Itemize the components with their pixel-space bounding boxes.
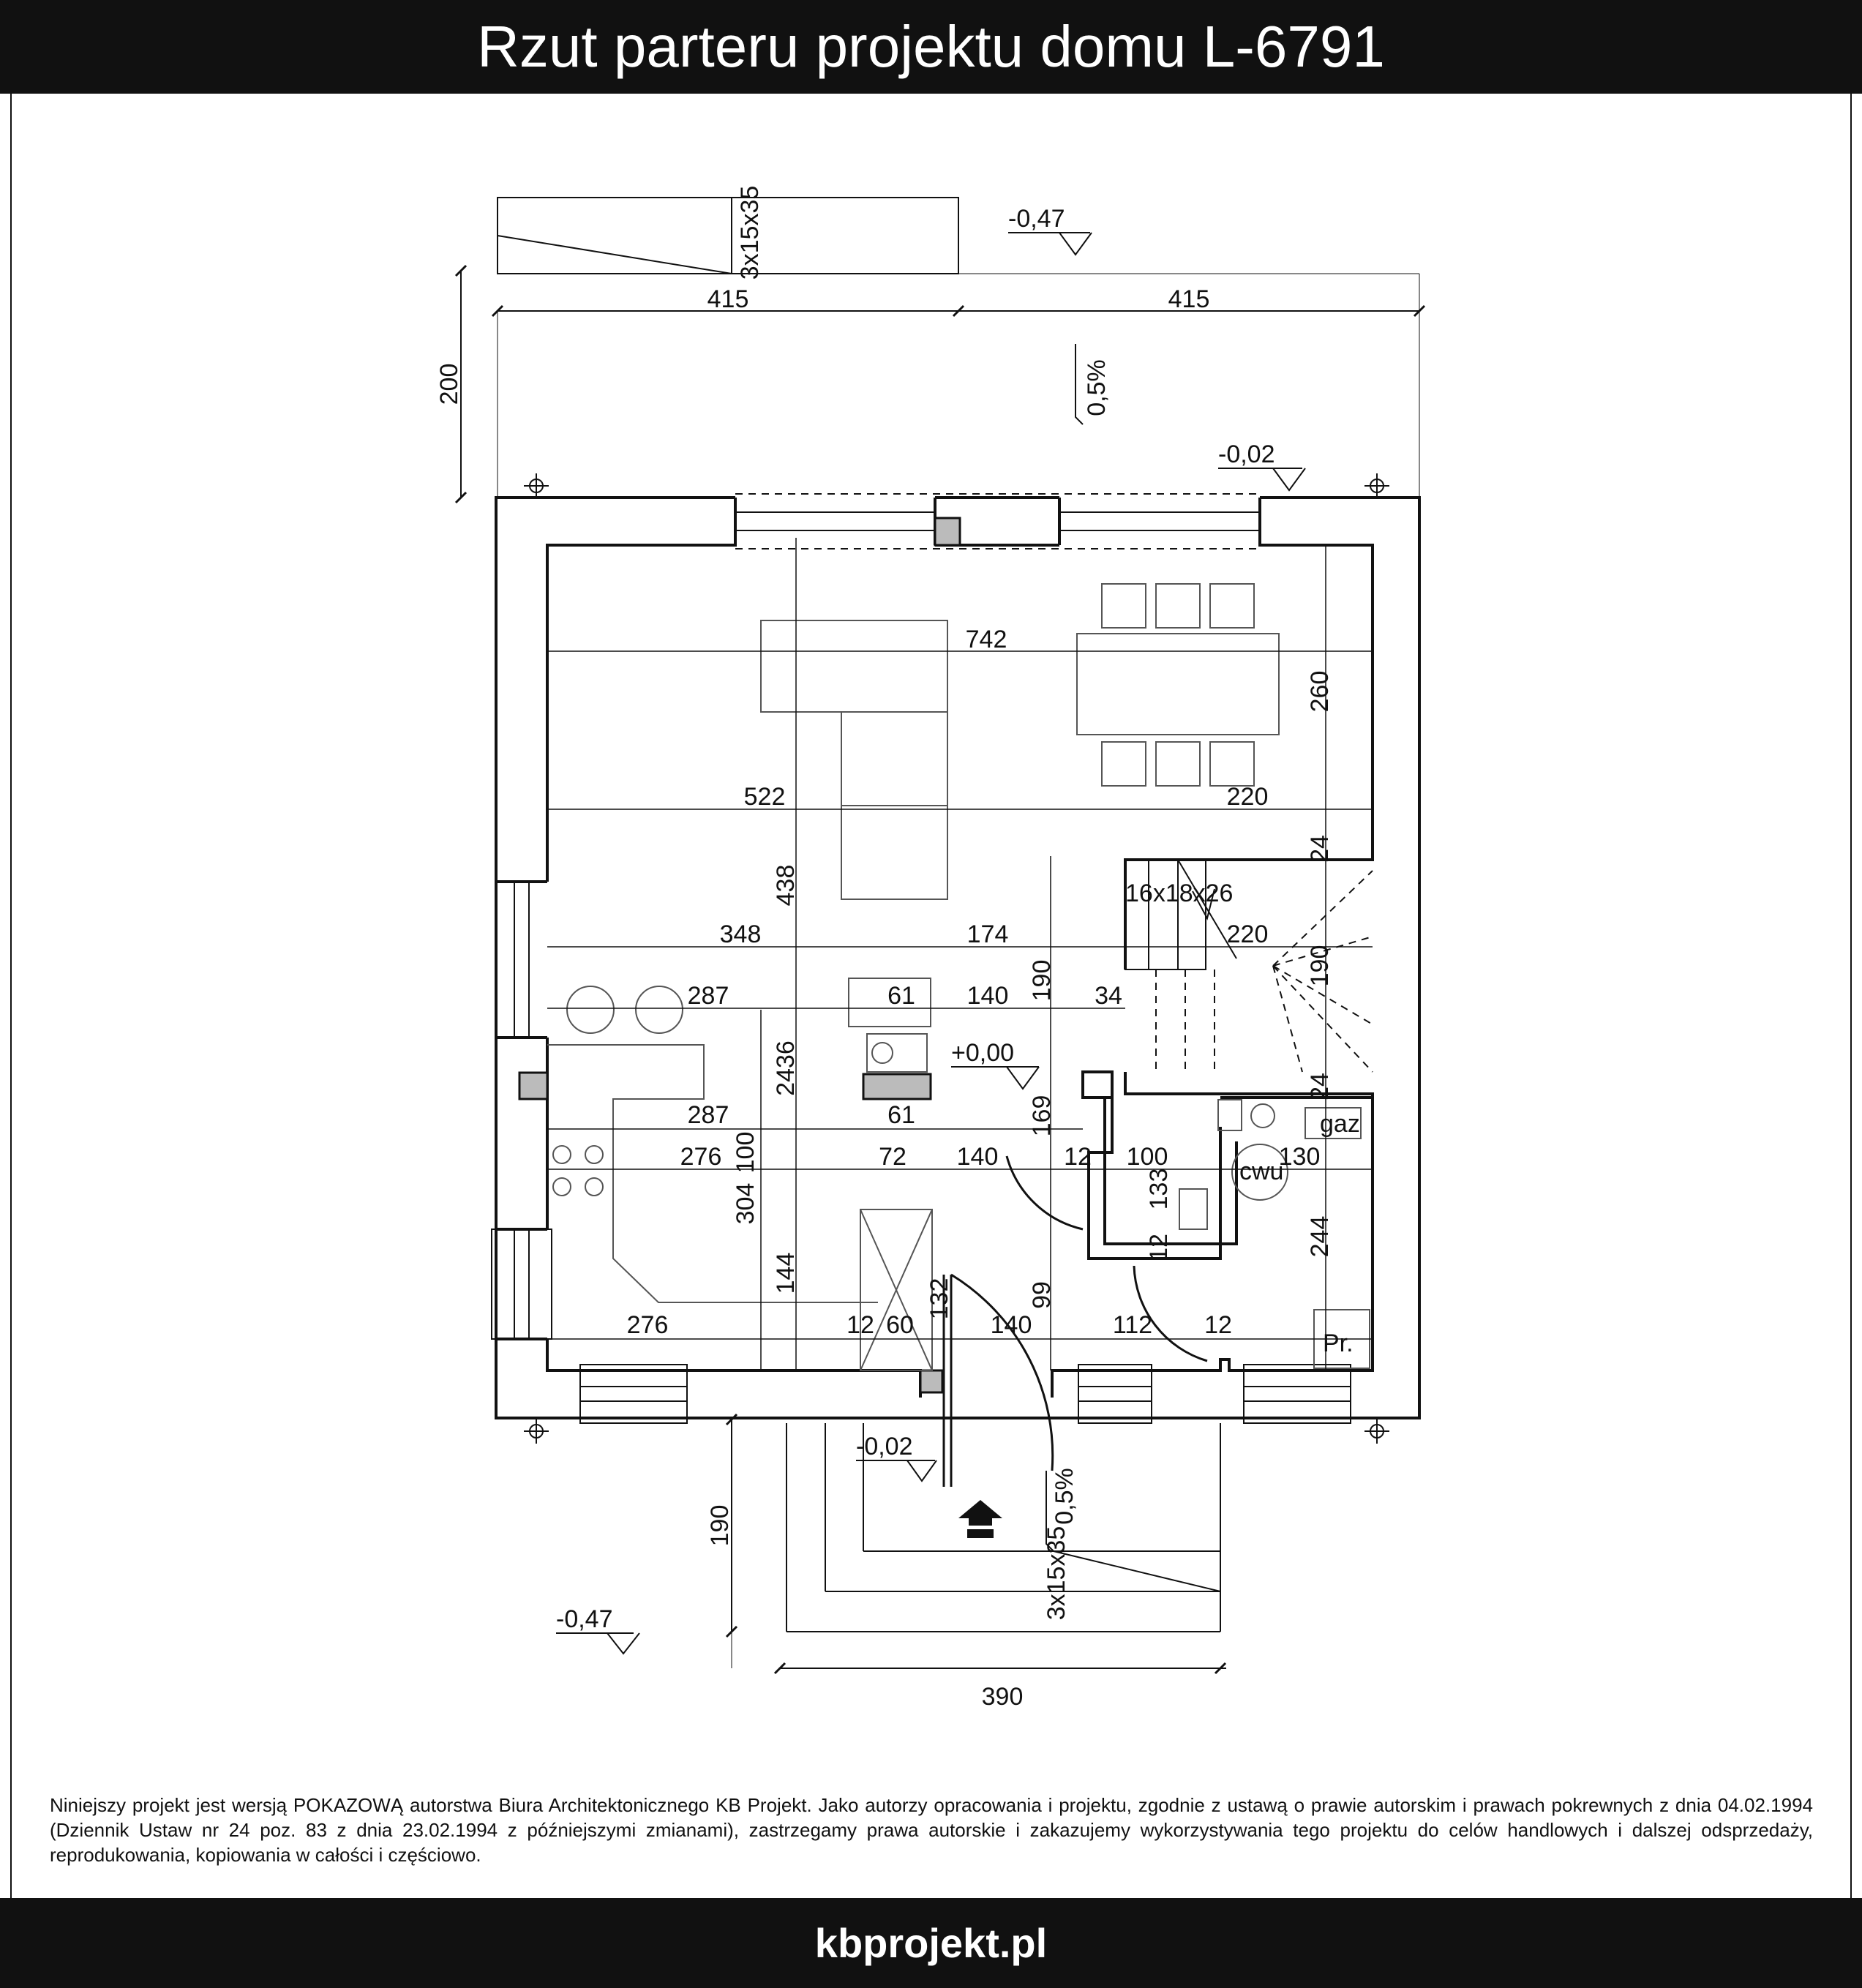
dim-100-b: 100	[732, 1132, 759, 1174]
dim-140-c: 140	[991, 1311, 1032, 1339]
pillars	[518, 517, 961, 1394]
dim-260: 260	[1306, 671, 1334, 713]
dim-12-c: 12	[846, 1311, 874, 1339]
dim-top-right: 415	[1168, 285, 1210, 313]
level-top-terrace: -0,02	[1218, 440, 1275, 468]
dim-12-b: 12	[1145, 1234, 1173, 1261]
label-boiler: cwu	[1239, 1158, 1283, 1185]
dim-top-left: 415	[707, 285, 749, 313]
entrance-arrow-icon	[958, 1500, 1002, 1538]
level-entrance: -0,02	[856, 1433, 913, 1460]
slope-top: 0,5%	[1083, 359, 1111, 416]
windows	[491, 493, 1351, 1424]
dim-99: 99	[1028, 1281, 1056, 1309]
level-bottom-stairs: -0,47	[556, 1605, 613, 1633]
label-gas: gaz	[1320, 1110, 1360, 1138]
dim-304: 304	[732, 1183, 759, 1225]
stairs-top: 3x15x35	[736, 186, 764, 280]
dim-112: 112	[1113, 1311, 1152, 1339]
page-header: Rzut parteru projektu domu L-6791	[0, 0, 1862, 94]
dim-276-top: 276	[680, 1143, 722, 1171]
dim-12-a: 12	[1064, 1143, 1092, 1171]
dimension-lines	[547, 538, 1373, 1370]
stairs-bottom: 3x15x35	[1043, 1526, 1070, 1621]
slope-bottom: 0,5%	[1051, 1468, 1078, 1525]
dim-169: 169	[1028, 1095, 1056, 1137]
dim-742: 742	[966, 626, 1007, 653]
dim-174: 174	[967, 920, 1009, 948]
dim-190-entrance: 190	[706, 1505, 734, 1547]
dim-287-bot: 287	[688, 1101, 729, 1129]
top-steps	[497, 197, 959, 274]
dim-244: 244	[1306, 1216, 1334, 1258]
dim-140-b: 140	[957, 1143, 999, 1171]
dim-522: 522	[744, 783, 786, 811]
dim-60: 60	[886, 1311, 914, 1339]
level-texts: -0,47 -0,02 +0,00 -0,02 -0,47 0,5% 0,5% …	[556, 186, 1360, 1633]
dim-24-a: 24	[1306, 835, 1334, 863]
dim-24-b: 24	[1306, 1073, 1334, 1100]
furniture	[547, 583, 1370, 1371]
dimension-texts: 415 415 200 742 260 522 220 438 348 174 …	[435, 285, 1334, 1711]
dim-132: 132	[926, 1278, 953, 1320]
dim-12-d: 12	[1204, 1311, 1232, 1339]
dim-190-b: 190	[1306, 945, 1334, 987]
label-laundry: Pr.	[1323, 1329, 1354, 1357]
dim-133: 133	[1145, 1169, 1173, 1210]
dim-438: 438	[772, 865, 800, 907]
dim-220: 220	[1227, 783, 1269, 811]
dim-190-a: 190	[1028, 960, 1056, 1002]
page-footer: kbprojekt.pl	[0, 1898, 1862, 1988]
dim-390: 390	[982, 1683, 1024, 1711]
dim-144: 144	[772, 1253, 800, 1294]
dim-61-top: 61	[887, 982, 915, 1010]
inner-stairs	[1125, 859, 1373, 1073]
page-title: Rzut parteru projektu domu L-6791	[477, 14, 1385, 79]
dim-61-bot: 61	[887, 1101, 915, 1129]
dim-34: 34	[1095, 982, 1122, 1010]
dim-100-a: 100	[1127, 1143, 1168, 1171]
level-floor: +0,00	[951, 1039, 1014, 1067]
dim-220-b: 220	[1227, 920, 1269, 948]
dim-2436: 2436	[772, 1040, 800, 1096]
dim-276-bot: 276	[627, 1311, 669, 1339]
entrance-steps	[725, 1413, 1227, 1675]
dim-348: 348	[720, 920, 762, 948]
dim-terrace: 200	[435, 364, 463, 405]
dim-130: 130	[1279, 1143, 1321, 1171]
site-link[interactable]: kbprojekt.pl	[814, 1920, 1048, 1966]
level-top-stairs: -0,47	[1008, 205, 1065, 233]
dim-287-top: 287	[688, 982, 729, 1010]
dim-140-a: 140	[967, 982, 1009, 1010]
stairs-inner: 16x18x26	[1125, 879, 1233, 907]
copyright-notice: Niniejszy projekt jest wersją POKAZOWĄ a…	[50, 1794, 1813, 1866]
dim-72: 72	[879, 1143, 906, 1171]
